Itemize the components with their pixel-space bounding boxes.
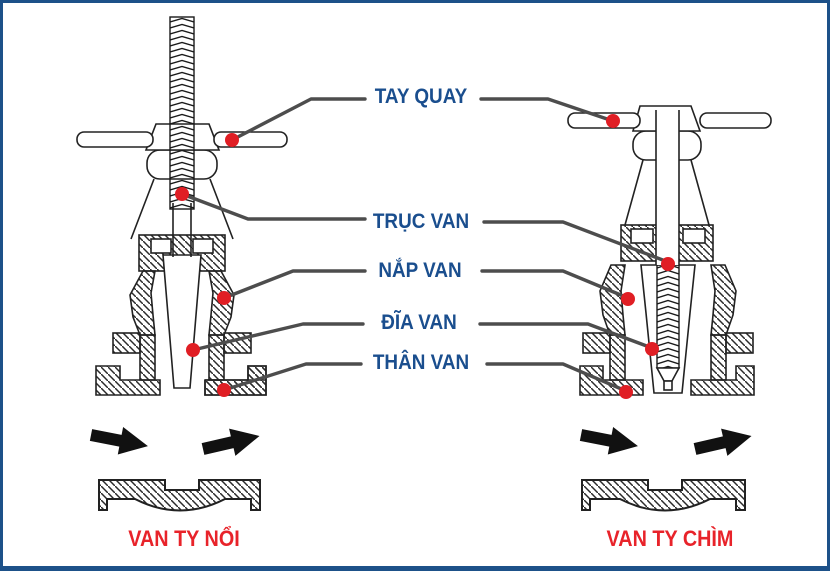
flow-arrow-icon xyxy=(88,421,151,460)
label-truc-van: TRỤC VAN xyxy=(372,210,470,233)
left-valve-gland-notch-left xyxy=(150,238,172,254)
marker-dot-disc-left xyxy=(186,343,200,357)
callout-dia-van-left xyxy=(191,322,365,352)
left-valve-seat-section xyxy=(98,479,261,512)
right-valve-stem-upper xyxy=(655,110,680,265)
flow-arrow-icon xyxy=(578,421,641,460)
marker-dot-handwheel-left xyxy=(225,133,239,147)
right-valve-drawing xyxy=(567,105,772,396)
marker-dot-stem-right xyxy=(661,257,675,271)
label-dia-van: ĐĨA VAN xyxy=(381,311,457,334)
right-valve-flange-left xyxy=(582,332,611,354)
caption-van-ty-noi: VAN TY NỔI xyxy=(128,526,240,551)
right-valve-foot-right xyxy=(690,365,755,396)
marker-dot-handwheel-right xyxy=(606,114,620,128)
right-valve-handle-right xyxy=(699,112,772,129)
left-valve-body-wall-left xyxy=(139,334,156,381)
marker-dot-bonnet-right xyxy=(621,292,635,306)
marker-dot-body-right xyxy=(619,385,633,399)
right-valve-stem-nub xyxy=(663,380,673,391)
callout-truc-van-left xyxy=(180,192,367,221)
left-valve-gland-notch-right xyxy=(192,238,214,254)
marker-dot-stem-left xyxy=(175,187,189,201)
left-valve-flange-left xyxy=(112,332,141,354)
left-valve-drawing xyxy=(76,16,288,396)
right-valve-threaded-stem xyxy=(656,264,680,369)
left-valve-handle-right xyxy=(213,131,288,148)
right-valve-flange-right xyxy=(725,332,754,354)
label-tay-quay: TAY QUAY xyxy=(374,85,468,108)
valve-linework-canvas xyxy=(76,16,772,512)
left-flow-arrows xyxy=(88,421,263,463)
right-valve-gland-notch-right xyxy=(682,228,706,244)
marker-dot-body-left xyxy=(217,383,231,397)
right-valve-seat-section xyxy=(581,479,746,512)
caption-van-ty-chim: VAN TY CHÌM xyxy=(606,526,734,551)
callout-dia-van-right xyxy=(478,322,654,350)
right-valve-handle-left xyxy=(567,112,641,129)
left-valve-foot-left xyxy=(95,365,161,396)
right-valve-gland-notch-left xyxy=(630,228,654,244)
right-valve-bonnet-wall-right xyxy=(710,264,737,336)
right-flow-arrows xyxy=(578,421,755,463)
right-valve-yoke xyxy=(624,159,710,226)
left-valve-bonnet-wall-left xyxy=(129,270,156,336)
flow-arrow-icon xyxy=(691,422,755,463)
left-valve-handle-left xyxy=(76,131,154,148)
right-valve-body-wall-right xyxy=(710,334,727,381)
label-nap-van: NẮP VAN xyxy=(378,259,462,282)
callout-nap-van-right xyxy=(480,269,630,300)
marker-dots xyxy=(175,114,675,399)
left-valve-threaded-stem xyxy=(169,16,195,210)
marker-dot-disc-right xyxy=(645,342,659,356)
right-valve-body-wall-left xyxy=(609,334,626,381)
callout-lines xyxy=(180,97,670,393)
left-valve-disc xyxy=(162,254,202,389)
callout-truc-van-right xyxy=(482,220,670,264)
flow-arrow-icon xyxy=(199,422,263,463)
right-valve-stem-upper-fill xyxy=(656,110,679,265)
label-than-van: THÂN VAN xyxy=(372,351,470,374)
left-valve-stem-lower xyxy=(172,203,192,257)
callout-tay-quay-right xyxy=(479,97,615,123)
callout-than-van-left xyxy=(222,362,363,392)
callout-than-van-right xyxy=(485,362,628,393)
callout-nap-van-left xyxy=(222,269,367,300)
marker-dot-bonnet-left xyxy=(217,291,231,305)
callout-tay-quay-left xyxy=(230,97,367,142)
